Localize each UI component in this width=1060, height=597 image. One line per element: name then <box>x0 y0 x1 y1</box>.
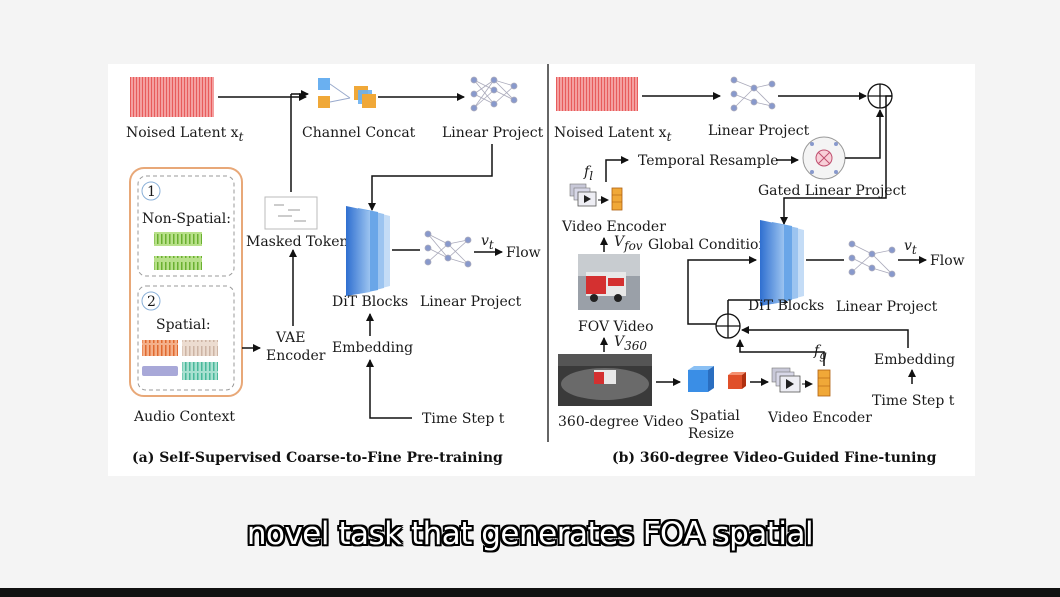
video-360-thumbnail <box>558 354 652 406</box>
linear-project-out-icon <box>424 230 472 268</box>
arrow-linear-to-dit <box>368 144 493 211</box>
spatial-wave-1 <box>142 340 178 356</box>
video-360-label: 360-degree Video <box>558 414 683 430</box>
masked-token-box <box>264 196 318 230</box>
b-noised-latent-label: Noised Latent xt <box>554 125 672 144</box>
masked-token-label: Masked Token <box>246 234 349 250</box>
b-linear-project-out-label: Linear Project <box>836 299 938 315</box>
video-encoder-top-label: Video Encoder <box>561 219 666 235</box>
b-linear-project-top-label: Linear Project <box>708 123 810 139</box>
spatial-wave-4 <box>182 362 218 380</box>
panel-b: Noised Latent xt Linear Project fl Tempo… <box>554 76 965 466</box>
num2-circle <box>141 291 161 311</box>
temporal-resample-label: Temporal Resample <box>638 153 779 169</box>
video-encoder-bottom-label: Video Encoder <box>767 410 872 426</box>
caption-b: (b) 360-degree Video-Guided Fine-tuning <box>612 450 937 466</box>
diagram-canvas: Noised Latent xt Channel Concat Linear P… <box>126 64 965 466</box>
masked-token-lines <box>274 204 306 222</box>
flow-label: Flow <box>506 245 541 261</box>
noised-latent-waveform <box>130 77 214 117</box>
b-vt-label: vt <box>904 238 917 257</box>
gated-linear-project-label: Gated Linear Project <box>758 183 906 199</box>
num1-circle <box>141 181 161 201</box>
b-linear-project-top-icon <box>730 76 776 112</box>
fg-label: fg <box>813 343 827 362</box>
spatial-wave-3 <box>142 366 178 376</box>
fl-label: fl <box>583 164 593 183</box>
num2-label: 2 <box>147 294 156 310</box>
channel-concat-label: Channel Concat <box>302 125 416 141</box>
linear-project-out-label: Linear Project <box>420 294 522 310</box>
vae-label: VAE <box>275 330 306 346</box>
spatial-label: Spatial <box>690 408 740 424</box>
b-linear-project-out-icon <box>848 240 896 278</box>
fov-video-thumbnail <box>578 254 640 310</box>
video-subtitle: novel task that generates FOA spatial <box>246 516 814 552</box>
encoder-label: Encoder <box>266 348 326 364</box>
audio-context-box <box>129 167 243 397</box>
resize-label: Resize <box>688 426 734 442</box>
channel-concat-icon <box>318 78 376 108</box>
embedding-label: Embedding <box>332 340 413 356</box>
arrow-timestep-to-embedding <box>366 359 412 419</box>
spatial-resize-cubes <box>688 366 746 392</box>
b-dit-blocks-icon <box>760 220 804 306</box>
num1-label: 1 <box>147 184 156 200</box>
global-condition-label: Global Condition <box>648 237 767 253</box>
b-time-step-label: Time Step t <box>872 393 955 409</box>
arrow-fg-to-add <box>736 339 825 366</box>
b-dit-blocks-label: DiT Blocks <box>748 298 824 314</box>
arrow-gated-to-add <box>845 109 884 159</box>
arrow-embedding-to-add <box>741 326 909 348</box>
non-spatial-wave-1 <box>154 232 202 246</box>
b-noised-latent-waveform <box>556 77 638 111</box>
dit-blocks-label: DiT Blocks <box>332 294 408 310</box>
spatial-box <box>137 285 235 391</box>
vt-label: vt <box>481 233 494 252</box>
linear-project-top-icon <box>470 76 518 112</box>
noised-latent-label: Noised Latent xt <box>126 125 244 144</box>
arrow-global-condition <box>687 256 757 325</box>
spatial-label: Spatial: <box>156 317 211 333</box>
gated-linear-project-icon <box>802 136 846 180</box>
audio-context-label: Audio Context <box>133 409 235 425</box>
b-flow-label: Flow <box>930 253 965 269</box>
video-encoder-top-icon <box>569 183 623 211</box>
video-encoder-bottom-icon <box>771 367 831 397</box>
vfov-label: Vfov <box>614 234 643 253</box>
caption-a: (a) Self-Supervised Coarse-to-Fine Pre-t… <box>132 450 503 466</box>
method-figure: Noised Latent xt Channel Concat Linear P… <box>108 64 975 476</box>
non-spatial-wave-2 <box>154 256 202 270</box>
non-spatial-label: Non-Spatial: <box>142 211 231 227</box>
arrow-add-to-dit <box>780 95 892 225</box>
spatial-wave-2 <box>182 340 218 356</box>
linear-project-top-label: Linear Project <box>442 125 544 141</box>
bottom-bar <box>0 588 1060 597</box>
dit-blocks-icon <box>346 206 390 296</box>
fov-video-label: FOV Video <box>578 319 654 335</box>
b-embedding-label: Embedding <box>874 352 955 368</box>
v360-label: V360 <box>614 334 647 353</box>
time-step-label: Time Step t <box>422 411 505 427</box>
arrow-fl-to-resample <box>605 156 629 182</box>
non-spatial-box <box>137 175 235 277</box>
panel-a: Noised Latent xt Channel Concat Linear P… <box>126 76 544 466</box>
